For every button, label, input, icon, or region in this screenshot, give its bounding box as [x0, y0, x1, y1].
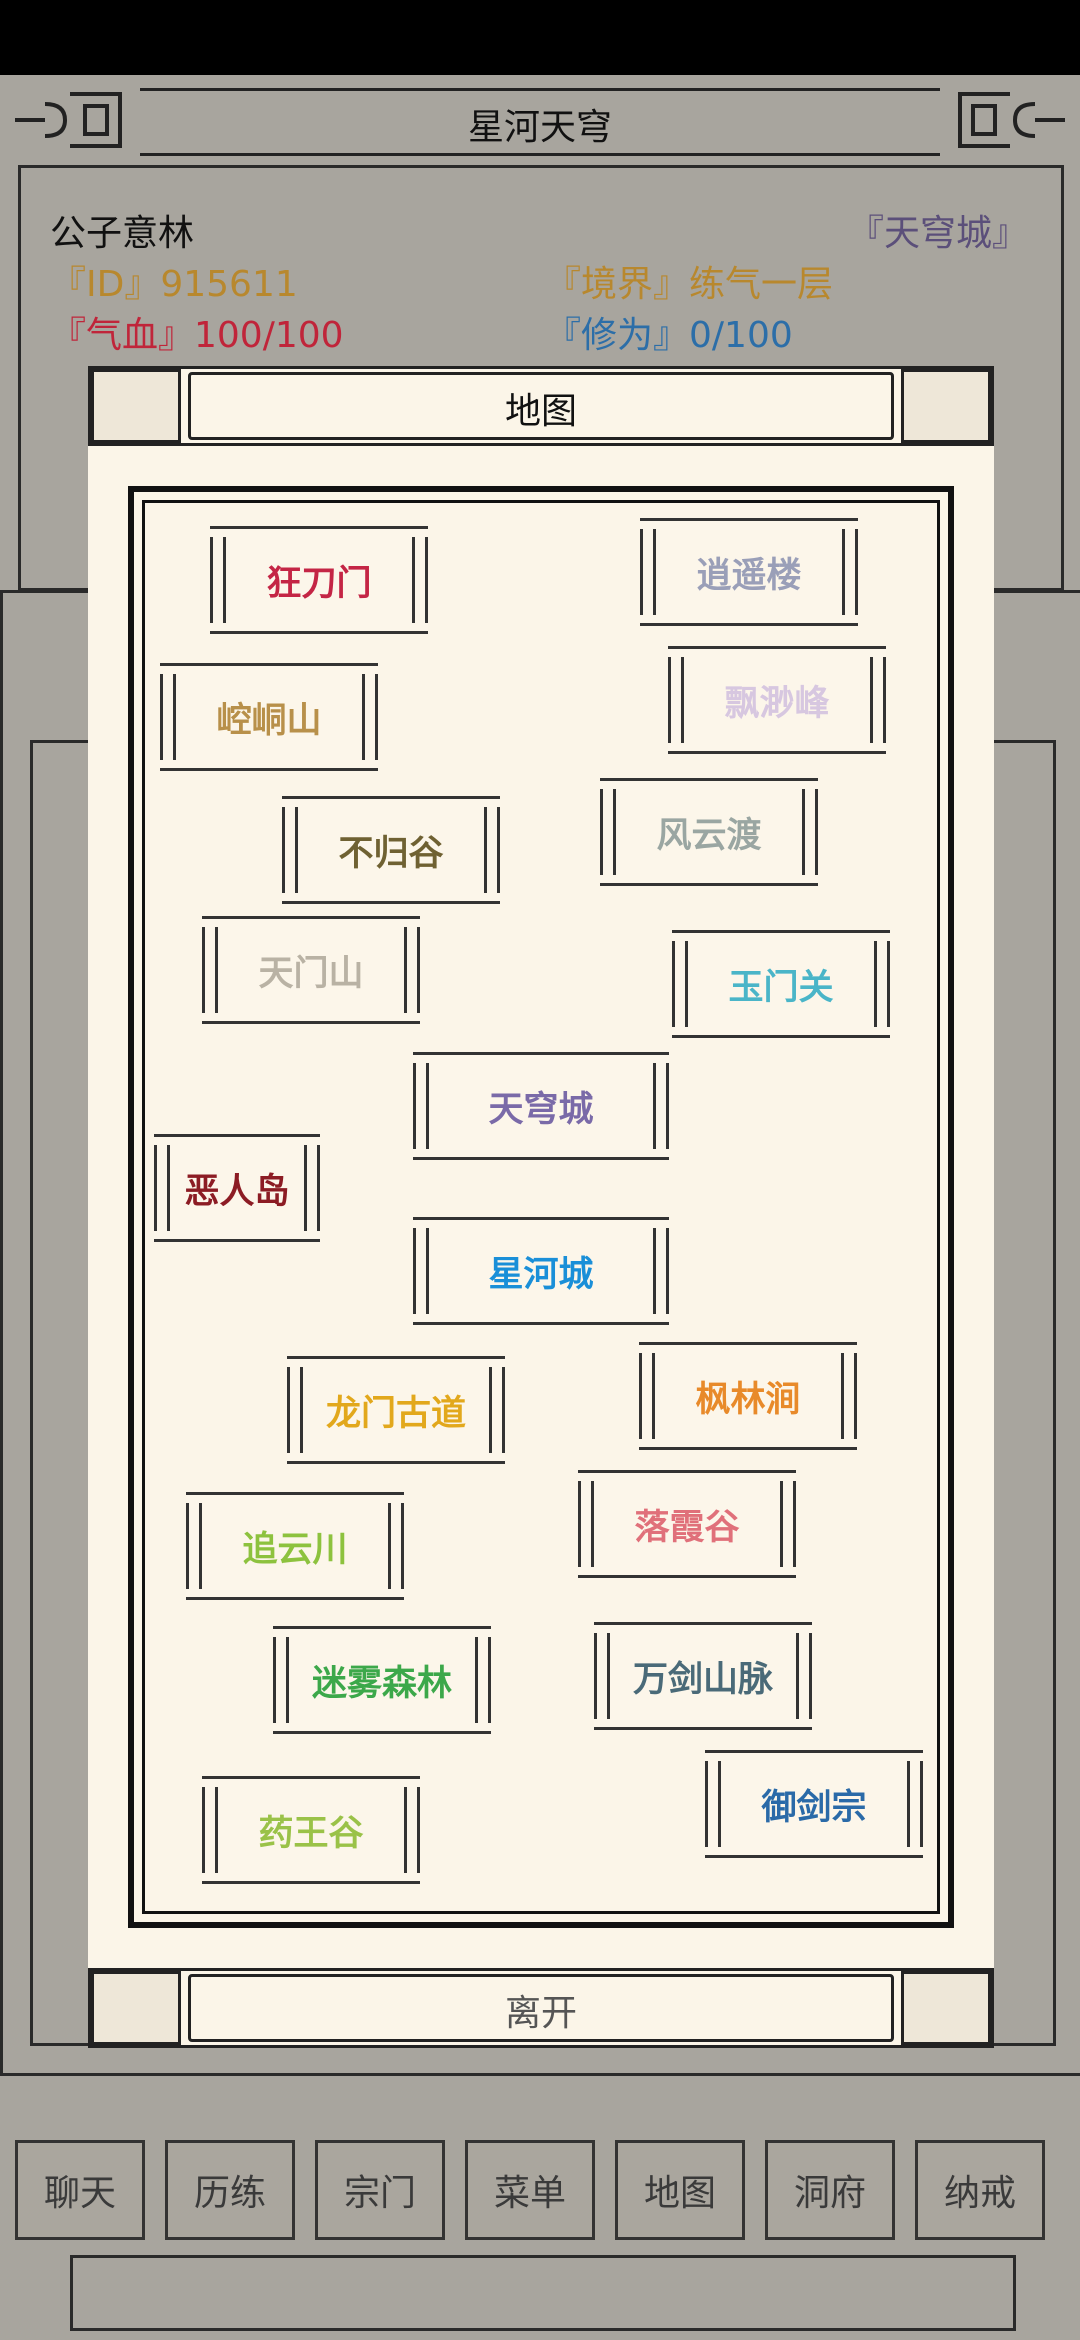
nav-ring[interactable]: 纳戒: [915, 2140, 1045, 2240]
header-inner-rail: [188, 372, 894, 440]
map-body: 狂刀门 逍遥楼 崆峒山 飘渺峰 不归谷 风云渡 天门山 玉门关 天穹城 恶人岛 …: [88, 446, 994, 1968]
map-outer-frame: [128, 486, 954, 1928]
nav-label: 纳戒: [943, 2173, 1016, 2214]
nav-sect[interactable]: 宗门: [315, 2140, 445, 2240]
location-tianmen-mountain[interactable]: 天门山: [202, 916, 420, 1024]
player-location: 『天穹城』: [847, 213, 1028, 254]
location-label: 天穹城: [488, 1089, 594, 1130]
map-dialog-header: 地图: [88, 366, 994, 446]
exit-bar: [88, 1968, 994, 2048]
nav-label: 地图: [643, 2173, 716, 2214]
bottom-nav: 聊天 历练 宗门 菜单 地图 洞府 纳戒: [15, 2140, 1065, 2245]
location-yumen-pass[interactable]: 玉门关: [672, 930, 890, 1038]
location-fengyun-ferry[interactable]: 风云渡: [600, 778, 818, 886]
nav-menu[interactable]: 菜单: [465, 2140, 595, 2240]
nav-label: 历练: [193, 2173, 266, 2214]
left-scroll-ornament-icon: [15, 92, 122, 148]
nav-label: 洞府: [793, 2173, 866, 2214]
location-label: 天门山: [258, 953, 364, 994]
location-label: 飘渺峰: [724, 683, 830, 724]
exit-button[interactable]: 离开: [88, 1968, 994, 2048]
location-label: 龙门古道: [325, 1393, 466, 1434]
nav-label: 宗门: [343, 2173, 416, 2214]
location-xiaoyao-tower[interactable]: 逍遥楼: [640, 518, 858, 626]
title-rail: [140, 88, 940, 156]
left-knot-icon: [91, 1971, 181, 2045]
location-yaowang-valley[interactable]: 药王谷: [202, 1776, 420, 1884]
location-label: 落霞谷: [634, 1507, 740, 1548]
location-luoxia-valley[interactable]: 落霞谷: [578, 1470, 796, 1578]
location-zhuiyun-river[interactable]: 追云川: [186, 1492, 404, 1600]
location-piaomiao-peak[interactable]: 飘渺峰: [668, 646, 886, 754]
game-title: 星河天穹: [467, 107, 612, 148]
player-cultivation: 『修为』0/100: [545, 315, 793, 356]
location-longmen-road[interactable]: 龙门古道: [287, 1356, 505, 1464]
player-id: 『ID』915611: [50, 264, 298, 305]
map-dialog: 地图 狂刀门 逍遥楼 崆峒山 飘渺峰 不归谷 风云渡 天门山 玉门关 天穹城 恶…: [88, 366, 994, 2048]
location-label: 星河城: [488, 1254, 594, 1295]
location-label: 狂刀门: [266, 563, 372, 604]
left-knot-icon: [91, 369, 181, 443]
map-dialog-title: 地图: [504, 391, 577, 432]
nav-training[interactable]: 历练: [165, 2140, 295, 2240]
location-bugui-valley[interactable]: 不归谷: [282, 796, 500, 904]
nav-map[interactable]: 地图: [615, 2140, 745, 2240]
location-label: 逍遥楼: [696, 555, 802, 596]
map-inner-frame: [142, 500, 940, 1914]
nav-label: 聊天: [43, 2173, 116, 2214]
location-label: 崆峒山: [216, 700, 322, 741]
location-label: 枫林涧: [695, 1379, 801, 1420]
location-label: 迷雾森林: [311, 1663, 452, 1704]
right-scroll-ornament-icon: [958, 92, 1065, 148]
header-bar: [88, 366, 994, 446]
top-title-bar: 星河天穹: [0, 80, 1080, 160]
exit-inner-rail: [188, 1974, 894, 2042]
player-realm: 『境界』练气一层: [545, 264, 834, 305]
nav-label: 菜单: [493, 2173, 566, 2214]
bottom-ornament-bar: [70, 2255, 1016, 2331]
location-label: 风云渡: [656, 815, 762, 856]
location-kuangdao-gate[interactable]: 狂刀门: [210, 526, 428, 634]
location-kongtong-mountain[interactable]: 崆峒山: [160, 663, 378, 771]
location-label: 恶人岛: [184, 1171, 290, 1212]
exit-label: 离开: [504, 1993, 577, 2034]
location-yujian-sect[interactable]: 御剑宗: [705, 1750, 923, 1858]
right-knot-icon: [901, 1971, 991, 2045]
player-name: 公子意林: [50, 213, 195, 254]
player-hp: 『气血』100/100: [50, 315, 344, 356]
location-eren-island[interactable]: 恶人岛: [154, 1134, 320, 1242]
location-label: 药王谷: [258, 1813, 364, 1854]
location-tianqiong-city[interactable]: 天穹城: [413, 1052, 669, 1160]
right-knot-icon: [901, 369, 991, 443]
location-xinghe-city[interactable]: 星河城: [413, 1217, 669, 1325]
location-label: 不归谷: [338, 833, 444, 874]
nav-cave[interactable]: 洞府: [765, 2140, 895, 2240]
location-label: 御剑宗: [761, 1787, 867, 1828]
location-miwu-forest[interactable]: 迷雾森林: [273, 1626, 491, 1734]
location-label: 玉门关: [728, 967, 834, 1008]
location-label: 追云川: [242, 1529, 348, 1570]
location-label: 万剑山脉: [632, 1659, 773, 1700]
location-wanjian-mountains[interactable]: 万剑山脉: [594, 1622, 812, 1730]
location-fenglin-stream[interactable]: 枫林涧: [639, 1342, 857, 1450]
nav-chat[interactable]: 聊天: [15, 2140, 145, 2240]
